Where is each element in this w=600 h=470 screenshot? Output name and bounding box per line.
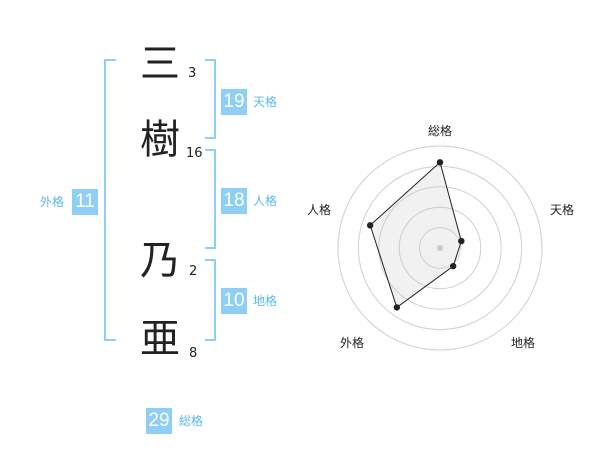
radar-center-point: [437, 245, 443, 251]
radar-series-polygon: [369, 161, 462, 309]
gaikaku-bracket: [104, 59, 116, 341]
radar-point-4: [366, 222, 374, 229]
stroke-count-1: 3: [188, 66, 197, 81]
name-char-4: 亜: [140, 316, 180, 362]
radar-axis-label-tenkaku: 天格: [550, 203, 575, 217]
stroke-count-2: 16: [186, 146, 203, 161]
name-char-3: 乃: [140, 238, 180, 284]
jinkaku-label: 人格: [253, 194, 278, 208]
chikaku-value: 10: [221, 288, 247, 314]
radar-ring: [419, 227, 461, 269]
chikaku-label: 地格: [253, 294, 278, 308]
jinkaku-bracket: [205, 149, 216, 249]
radar-ring: [398, 206, 482, 290]
radar-point-2: [449, 262, 457, 270]
radar-ring: [378, 186, 502, 310]
radar-axis-label-soukaku: 総格: [428, 124, 453, 138]
name-char-1: 三: [140, 41, 180, 87]
gaikaku-value: 11: [72, 189, 98, 215]
radar-chart: [337, 145, 543, 351]
radar-ring: [337, 145, 543, 351]
soukaku-label: 総格: [179, 414, 204, 428]
radar-point-1: [458, 237, 465, 245]
radar-axis-label-jinkaku: 人格: [307, 203, 332, 217]
radar-point-3: [393, 304, 401, 311]
radar-axis-label-chikaku: 地格: [511, 336, 536, 350]
chikaku-bracket: [205, 259, 216, 341]
tenkaku-label: 天格: [253, 95, 278, 109]
radar-ring: [357, 165, 523, 331]
tenkaku-bracket: [205, 59, 216, 139]
tenkaku-value: 19: [221, 89, 247, 115]
jinkaku-value: 18: [221, 188, 247, 214]
name-char-2: 樹: [140, 117, 180, 163]
stroke-count-4: 8: [189, 346, 198, 361]
gaikaku-label: 外格: [40, 195, 65, 209]
radar-point-0: [436, 159, 444, 166]
stroke-count-3: 2: [189, 264, 198, 279]
soukaku-value: 29: [146, 408, 172, 434]
radar-axis-label-gaikaku: 外格: [340, 336, 365, 350]
